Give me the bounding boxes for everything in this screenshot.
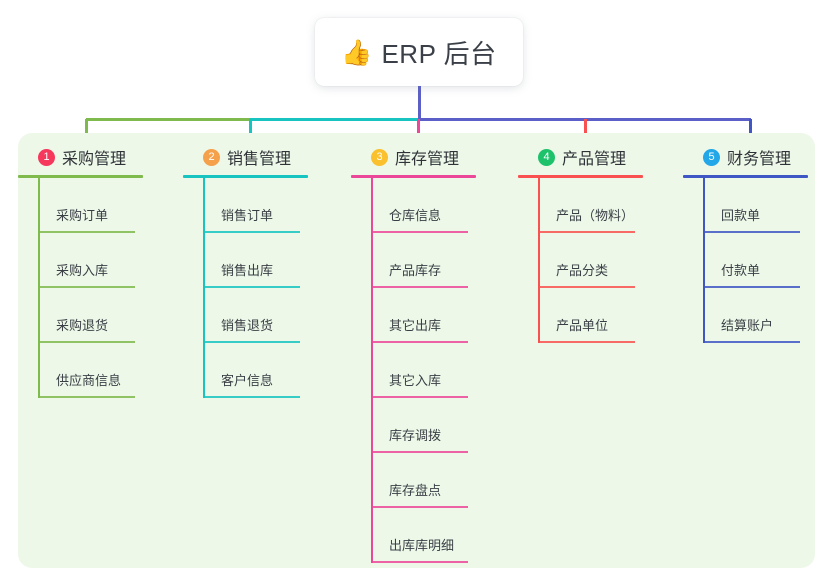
column-2: 2 销售管理销售订单销售出库销售退货客户信息 xyxy=(183,146,343,398)
thumbs-up-icon: 👍 xyxy=(341,38,373,67)
menu-item[interactable]: 其它出库 xyxy=(373,288,511,343)
menu-item-underline xyxy=(205,286,300,288)
menu-item-label: 产品单位 xyxy=(556,318,609,333)
menu-item-label: 结算账户 xyxy=(721,318,774,333)
menu-item[interactable]: 库存调拨 xyxy=(373,398,511,453)
menu-item-underline xyxy=(205,231,300,233)
column-3: 3 库存管理仓库信息产品库存其它出库其它入库库存调拨库存盘点出库库明细 xyxy=(351,146,511,563)
menu-item-underline xyxy=(40,396,135,398)
menu-item-label: 库存调拨 xyxy=(389,428,442,443)
menu-item-label: 产品分类 xyxy=(556,263,609,278)
column-title: 销售管理 xyxy=(227,151,292,168)
menu-item[interactable]: 客户信息 xyxy=(205,343,343,398)
menu-item-label: 供应商信息 xyxy=(56,373,122,388)
menu-item-label: 其它入库 xyxy=(389,373,442,388)
column-header-1[interactable]: 1 采购管理 xyxy=(18,146,178,168)
menu-item-label: 销售出库 xyxy=(221,263,274,278)
menu-item[interactable]: 产品（物料） xyxy=(540,178,678,233)
menu-item-label: 销售订单 xyxy=(221,208,274,223)
menu-item[interactable]: 产品库存 xyxy=(373,233,511,288)
menu-item-underline xyxy=(373,231,468,233)
menu-item-label: 仓库信息 xyxy=(389,208,442,223)
root-title: ERP 后台 xyxy=(381,38,497,69)
menu-item-label: 回款单 xyxy=(721,208,761,223)
menu-item-label: 采购入库 xyxy=(56,263,109,278)
column-underline xyxy=(183,175,308,178)
root-node[interactable]: 👍 ERP 后台 xyxy=(315,18,523,86)
menu-item-underline xyxy=(705,341,800,343)
column-5: 5 财务管理回款单付款单结算账户 xyxy=(683,146,839,343)
number-badge-icon: 5 xyxy=(703,148,720,166)
column-title: 采购管理 xyxy=(62,151,127,168)
root-node-content: 👍 ERP 后台 xyxy=(341,34,496,71)
menu-item[interactable]: 供应商信息 xyxy=(40,343,178,398)
number-badge-icon: 3 xyxy=(371,148,388,166)
menu-item[interactable]: 产品分类 xyxy=(540,233,678,288)
menu-item-underline xyxy=(373,396,468,398)
column-title: 库存管理 xyxy=(395,151,460,168)
menu-item[interactable]: 库存盘点 xyxy=(373,453,511,508)
menu-item[interactable]: 产品单位 xyxy=(540,288,678,343)
column-title: 产品管理 xyxy=(562,151,627,168)
number-badge-icon: 4 xyxy=(538,148,555,166)
column-header-2[interactable]: 2 销售管理 xyxy=(183,146,343,168)
menu-item[interactable]: 销售出库 xyxy=(205,233,343,288)
menu-item-underline xyxy=(373,286,468,288)
menu-item-underline xyxy=(540,341,635,343)
menu-item[interactable]: 其它入库 xyxy=(373,343,511,398)
menu-item-underline xyxy=(40,231,135,233)
column-items: 仓库信息产品库存其它出库其它入库库存调拨库存盘点出库库明细 xyxy=(371,178,511,563)
menu-item-underline xyxy=(40,341,135,343)
column-underline xyxy=(683,175,808,178)
menu-item[interactable]: 仓库信息 xyxy=(373,178,511,233)
menu-item-label: 出库库明细 xyxy=(389,538,455,553)
column-items: 采购订单采购入库采购退货供应商信息 xyxy=(38,178,178,398)
menu-item[interactable]: 销售订单 xyxy=(205,178,343,233)
menu-item-underline xyxy=(540,231,635,233)
menu-item[interactable]: 付款单 xyxy=(705,233,839,288)
menu-item-underline xyxy=(373,561,468,563)
menu-item-label: 产品（物料） xyxy=(556,208,635,223)
column-items: 产品（物料） 产品分类产品单位 xyxy=(538,178,678,343)
column-4: 4 产品管理产品（物料） 产品分类产品单位 xyxy=(518,146,678,343)
menu-item-underline xyxy=(705,286,800,288)
menu-item-label: 销售退货 xyxy=(221,318,274,333)
number-badge-icon: 2 xyxy=(203,148,220,166)
menu-item-label: 其它出库 xyxy=(389,318,442,333)
column-header-4[interactable]: 4 产品管理 xyxy=(518,146,678,168)
menu-item-label: 付款单 xyxy=(721,263,761,278)
menu-item-label: 采购订单 xyxy=(56,208,109,223)
menu-item-underline xyxy=(40,286,135,288)
menu-item[interactable]: 出库库明细 xyxy=(373,508,511,563)
menu-item[interactable]: 采购退货 xyxy=(40,288,178,343)
column-underline xyxy=(351,175,476,178)
diagram-panel xyxy=(18,133,815,568)
column-items: 销售订单销售出库销售退货客户信息 xyxy=(203,178,343,398)
number-badge-icon: 1 xyxy=(38,148,55,166)
menu-item-underline xyxy=(373,341,468,343)
menu-item-label: 客户信息 xyxy=(221,373,274,388)
menu-item[interactable]: 销售退货 xyxy=(205,288,343,343)
column-underline xyxy=(18,175,143,178)
column-items: 回款单付款单结算账户 xyxy=(703,178,839,343)
column-header-5[interactable]: 5 财务管理 xyxy=(683,146,839,168)
column-1: 1 采购管理采购订单采购入库采购退货供应商信息 xyxy=(18,146,178,398)
menu-item-underline xyxy=(205,396,300,398)
menu-item[interactable]: 采购订单 xyxy=(40,178,178,233)
menu-item-label: 产品库存 xyxy=(389,263,442,278)
menu-item-label: 库存盘点 xyxy=(389,483,442,498)
column-underline xyxy=(518,175,643,178)
column-header-3[interactable]: 3 库存管理 xyxy=(351,146,511,168)
menu-item[interactable]: 回款单 xyxy=(705,178,839,233)
menu-item-label: 采购退货 xyxy=(56,318,109,333)
menu-item-underline xyxy=(705,231,800,233)
column-title: 财务管理 xyxy=(727,151,792,168)
menu-item[interactable]: 结算账户 xyxy=(705,288,839,343)
menu-item-underline xyxy=(373,451,468,453)
menu-item[interactable]: 采购入库 xyxy=(40,233,178,288)
menu-item-underline xyxy=(540,286,635,288)
menu-item-underline xyxy=(373,506,468,508)
menu-item-underline xyxy=(205,341,300,343)
